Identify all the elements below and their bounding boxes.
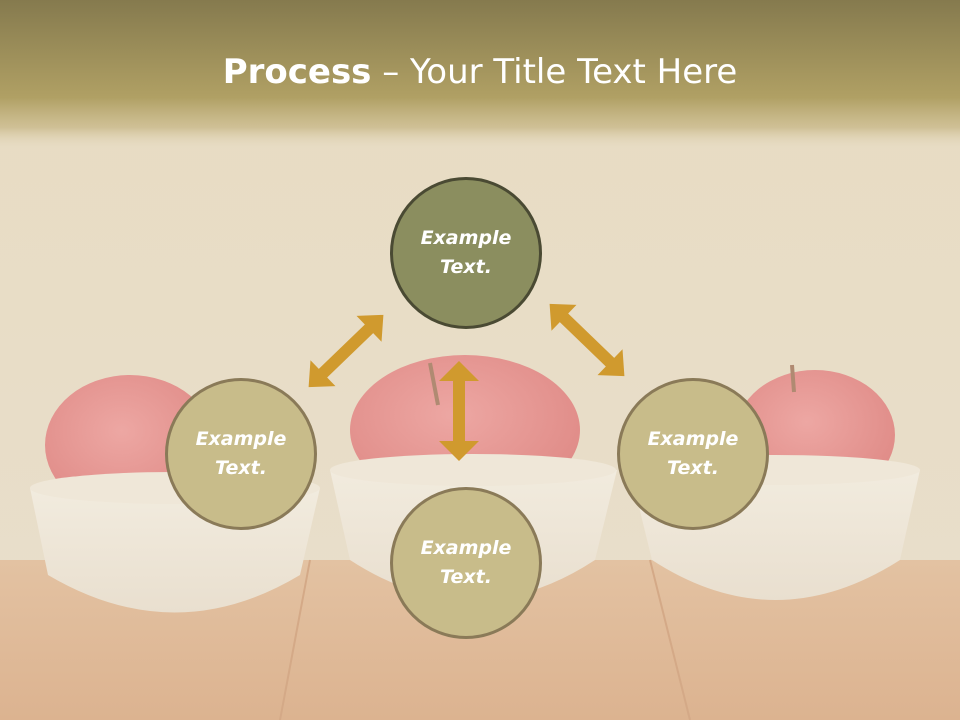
arrow-vertical [439,361,479,461]
title-rest: – Your Title Text Here [371,52,738,92]
node-top: Example Text. [390,177,542,329]
node-bottom: Example Text. [390,487,542,639]
arrow-left-top [308,314,384,388]
node-bottom-label: Example Text. [420,537,512,588]
node-right: Example Text. [617,378,769,530]
title-bold: Process [222,52,372,92]
arrow-top-right [549,303,625,377]
node-left: Example Text. [165,378,317,530]
node-top-label: Example Text. [420,227,512,278]
slide-title: Process – Your Title Text Here [0,52,960,92]
header-band [0,0,960,150]
node-right-label: Example Text. [647,428,739,479]
node-left-label: Example Text. [195,428,287,479]
